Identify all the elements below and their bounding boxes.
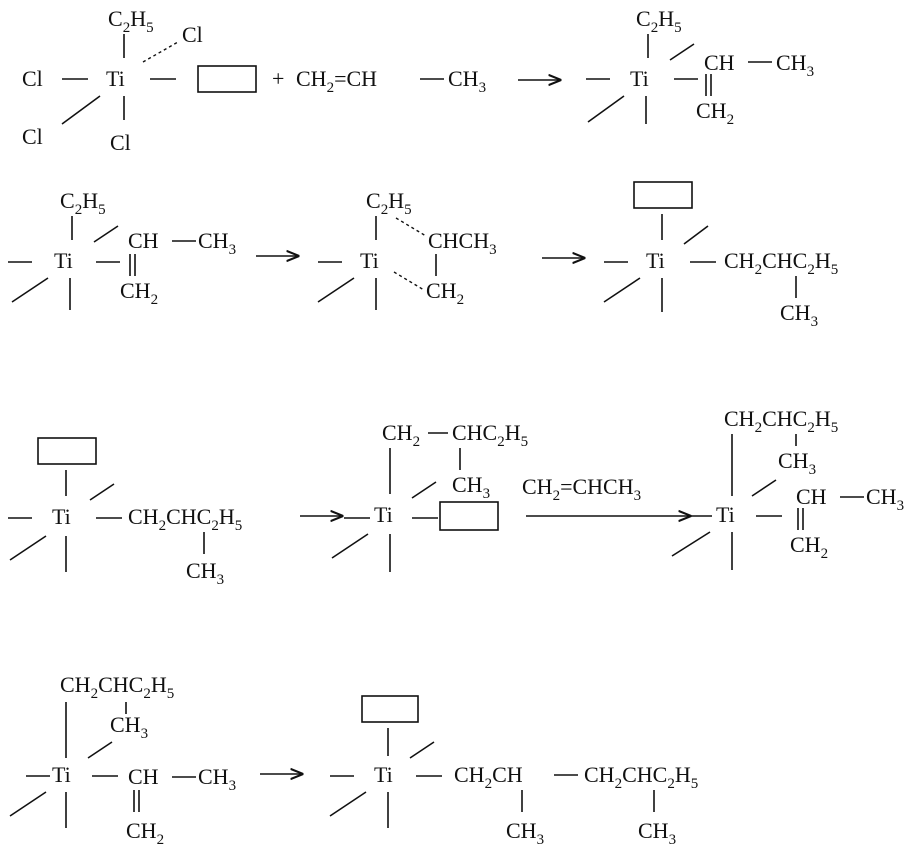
svg-text:Ti: Ti: [374, 762, 393, 787]
svg-text:CH3: CH3: [198, 228, 236, 258]
svg-text:CH2=CHCH3: CH2=CHCH3: [522, 474, 641, 504]
propene-formula: CH2=CH: [296, 66, 377, 96]
svg-text:CH2: CH2: [382, 420, 420, 450]
vacant-site-box: [197, 65, 257, 93]
plus-sign: +: [272, 66, 284, 91]
svg-text:CH2CHC2H5: CH2CHC2H5: [584, 762, 698, 792]
cl-bottom-left: Cl: [22, 124, 43, 149]
row1-pi-complex: C2H5 Ti CH CH3 CH2: [586, 6, 814, 128]
svg-text:CH2CHC2H5: CH2CHC2H5: [724, 248, 838, 278]
vacant-site-box: [37, 437, 97, 465]
svg-text:CH3: CH3: [110, 712, 148, 742]
svg-text:Ti: Ti: [52, 762, 71, 787]
svg-text:CH3: CH3: [506, 818, 544, 848]
svg-text:Ti: Ti: [646, 248, 665, 273]
svg-text:CH: CH: [704, 50, 735, 75]
row1-propene: + CH2=CH CH3: [272, 66, 486, 96]
svg-text:CH3: CH3: [780, 300, 818, 330]
svg-text:CH3: CH3: [776, 50, 814, 80]
svg-text:CH3: CH3: [448, 66, 486, 96]
row1-titanium-complex: C2H5 Cl Cl Ti Cl Cl: [22, 6, 257, 155]
svg-text:CH2: CH2: [790, 532, 828, 562]
row3-migrated-complex: CH2 CHC2H5 CH3 Ti: [331, 420, 528, 572]
svg-text:Ti: Ti: [630, 66, 649, 91]
svg-text:CH3: CH3: [866, 484, 904, 514]
svg-text:CH3: CH3: [186, 558, 224, 588]
svg-text:CH: CH: [796, 484, 827, 509]
svg-text:CH2CH: CH2CH: [454, 762, 523, 792]
row4-growing-chain: Ti CH2CH CH2CHC2H5 CH3 CH3: [329, 695, 698, 848]
svg-text:CH2: CH2: [126, 818, 164, 848]
vacant-site-box: [361, 695, 419, 723]
svg-text:CH2CHC2H5: CH2CHC2H5: [60, 672, 174, 702]
vacant-site-box: [439, 501, 499, 531]
svg-text:CH2: CH2: [696, 98, 734, 128]
svg-text:CH2CHC2H5: CH2CHC2H5: [128, 504, 242, 534]
svg-text:CHCH3: CHCH3: [428, 228, 497, 258]
svg-text:C2H5: C2H5: [366, 188, 412, 218]
row3-insertion-product: Ti CH2CHC2H5 CH3: [8, 437, 342, 588]
svg-text:CHC2H5: CHC2H5: [452, 420, 528, 450]
svg-text:C2H5: C2H5: [60, 188, 106, 218]
row3-new-pi-complex: CH2CHC2H5 CH3 Ti CH CH3 CH2: [671, 406, 904, 570]
cl-top-right: Cl: [182, 22, 203, 47]
svg-text:CH2CHC2H5: CH2CHC2H5: [724, 406, 838, 436]
svg-text:CH2: CH2: [120, 278, 158, 308]
svg-text:CH: CH: [128, 764, 159, 789]
cl-bottom: Cl: [110, 130, 131, 155]
svg-text:CH: CH: [128, 228, 159, 253]
cl-left: Cl: [22, 66, 43, 91]
svg-text:CH2: CH2: [426, 278, 464, 308]
svg-text:Ti: Ti: [360, 248, 379, 273]
row2-transition-state: C2H5 Ti CHCH3 CH2: [317, 188, 497, 310]
svg-text:Ti: Ti: [374, 502, 393, 527]
ethyl-group: C2H5: [108, 6, 154, 36]
svg-text:CH3: CH3: [198, 764, 236, 794]
ti-atom: Ti: [106, 66, 125, 91]
vacant-site-box: [633, 181, 693, 209]
svg-text:CH3: CH3: [778, 448, 816, 478]
svg-text:Ti: Ti: [716, 502, 735, 527]
row2-insertion-product: Ti CH2CHC2H5 CH3: [603, 181, 838, 330]
svg-text:Ti: Ti: [52, 504, 71, 529]
row2-pi-complex: C2H5 Ti CH CH3 CH2: [8, 188, 236, 310]
svg-text:Ti: Ti: [54, 248, 73, 273]
row4-pi-complex: CH2CHC2H5 CH3 Ti CH CH3 CH2: [9, 672, 236, 848]
svg-text:CH3: CH3: [638, 818, 676, 848]
svg-text:CH3: CH3: [452, 472, 490, 502]
row3-propene-arrow: CH2=CHCH3: [522, 474, 690, 516]
svg-text:C2H5: C2H5: [636, 6, 682, 36]
